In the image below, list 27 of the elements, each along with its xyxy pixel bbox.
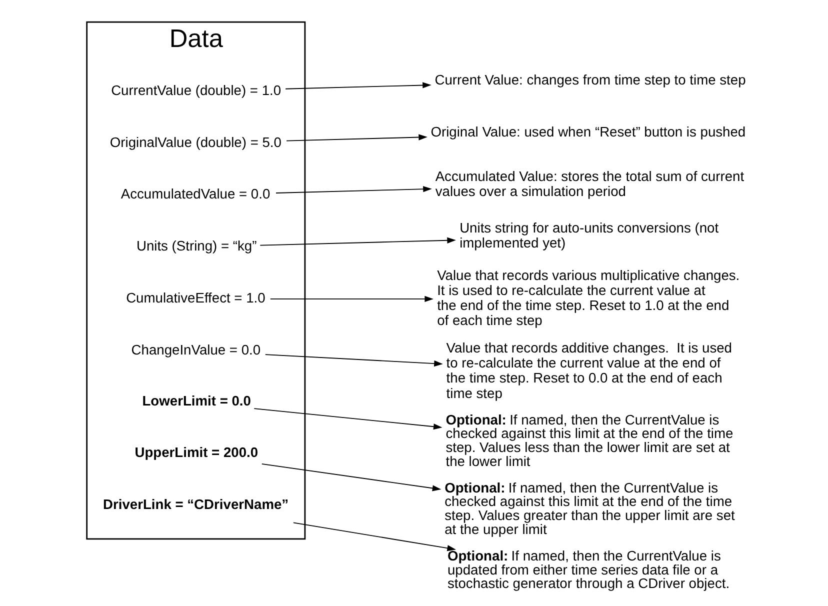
node-text: Original Value: used when “Reset” button is pushed bbox=[430, 123, 746, 140]
node-text: Value that records various multiplicative changes. It is used to re-calculate the current value at the end of the time step. Reset to 1.0 at the end of each time step bbox=[437, 267, 740, 328]
arrow bbox=[261, 464, 442, 492]
node-text: LowerLimit = 0.0 bbox=[142, 392, 251, 408]
node-text: Current Value: changes from time step to time step bbox=[434, 71, 746, 88]
node-text: Units (String) = “kg” bbox=[136, 238, 257, 254]
arrow bbox=[254, 408, 442, 430]
node-text: AccumulatedValue = 0.0 bbox=[120, 186, 270, 202]
node-text: Optional: If named, then the CurrentValue is updated from either time series data file or a stochastic generator through a CDriver object. bbox=[447, 547, 730, 592]
node-text: Accumulated Value: stores the total sum of current values over a simulation period bbox=[435, 168, 744, 199]
arrow bbox=[264, 354, 443, 367]
arrow bbox=[286, 134, 428, 142]
arrow bbox=[293, 522, 456, 552]
arrow bbox=[260, 237, 456, 246]
arrow bbox=[270, 296, 434, 302]
node-text: CurrentValue (double) = 1.0 bbox=[111, 82, 282, 98]
node-text: OriginalValue (double) = 5.0 bbox=[110, 134, 282, 150]
arrow bbox=[276, 186, 432, 194]
arrow bbox=[285, 82, 432, 90]
node-text: Units string for auto-units conversions (not implemented yet) bbox=[460, 220, 719, 251]
node-text: DriverLink = “CDriverName” bbox=[103, 496, 289, 512]
node-text: Optional: If named, then the CurrentValue is checked against this limit at the end of the time step. Values less than the lower limit are set at the lower limit bbox=[446, 411, 734, 469]
node-text: CumulativeEffect = 1.0 bbox=[126, 290, 266, 306]
node-text: Optional: If named, then the CurrentValue is checked against this limit at the end of the time step. Values greater than the upper limit are set at the upper limit bbox=[444, 479, 735, 537]
node-text: Value that records additive changes. It is used to re-calculate the current value at the end of the time step. Reset to 0.0 at the end of each time step bbox=[446, 340, 732, 401]
node-text: ChangeInValue = 0.0 bbox=[131, 341, 261, 358]
node-text: UpperLimit = 200.0 bbox=[134, 444, 258, 460]
